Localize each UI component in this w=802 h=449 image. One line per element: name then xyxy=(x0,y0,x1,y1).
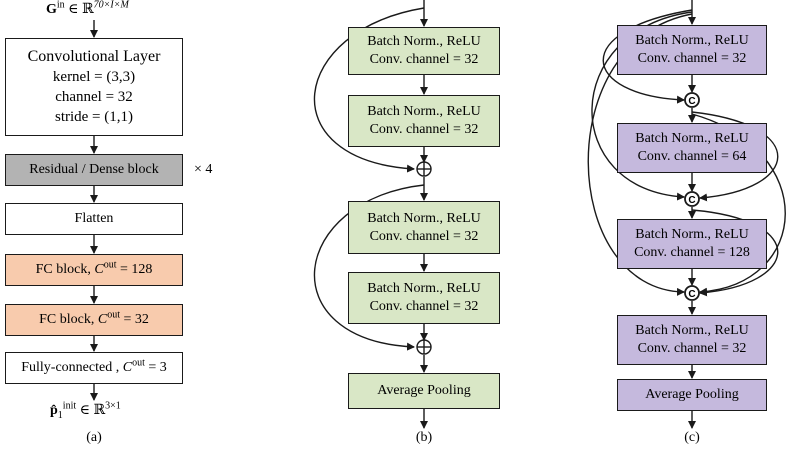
bn-relu-conv-c4: Batch Norm., ReLU Conv. channel = 32 xyxy=(617,315,767,365)
bn-relu-conv-b2: Batch Norm., ReLU Conv. channel = 32 xyxy=(348,95,500,147)
conv-title: Convolutional Layer xyxy=(27,48,161,65)
dense-c-6 xyxy=(691,209,779,297)
bn-relu-conv-b3: Batch Norm., ReLU Conv. channel = 32 xyxy=(348,201,500,254)
concat-node-3 xyxy=(684,285,700,301)
caption-b: (b) xyxy=(415,430,433,445)
bn-relu-conv-b1: Batch Norm., ReLU Conv. channel = 32 xyxy=(348,27,500,75)
bn-relu-conv-b4: Batch Norm., ReLU Conv. channel = 32 xyxy=(348,272,500,324)
repeat-label: × 4 xyxy=(194,162,213,177)
fully-connected-block: Fully-connected , Cout = 3 xyxy=(5,352,183,384)
skip-b-2 xyxy=(313,184,425,351)
dense-c-1 xyxy=(602,9,693,104)
bn-relu-conv-c2: Batch Norm., ReLU Conv. channel = 64 xyxy=(617,123,767,173)
residual-dense-block: Residual / Dense block xyxy=(5,154,183,186)
skip-b-1 xyxy=(313,7,425,173)
bn-relu-conv-c1: Batch Norm., ReLU Conv. channel = 32 xyxy=(617,25,767,75)
output-label: p̂1init ∈ ℝ3×1 xyxy=(50,400,121,421)
bn-relu-conv-c3: Batch Norm., ReLU Conv. channel = 128 xyxy=(617,219,767,269)
concat-symbol-3: C xyxy=(688,289,695,300)
average-pooling-b: Average Pooling xyxy=(348,373,500,409)
dense-c-4 xyxy=(691,111,779,202)
concat-node-1 xyxy=(684,92,700,108)
fc-block-128: FC block, Cout = 128 xyxy=(5,254,183,286)
input-label: Gin ∈ ℝ70×I×M xyxy=(46,0,129,17)
caption-c: (c) xyxy=(684,430,700,445)
conv-channel: channel = 32 xyxy=(55,89,133,105)
concat-symbol-2: C xyxy=(688,195,695,206)
conv-stride: stride = (1,1) xyxy=(54,109,134,125)
conv-kernel: kernel = (3,3) xyxy=(52,69,136,85)
fc-block-32: FC block, Cout = 32 xyxy=(5,304,183,336)
conv-layer-block: Convolutional Layer kernel = (3,3) chann… xyxy=(5,38,183,136)
flatten-block: Flatten xyxy=(5,203,183,235)
average-pooling-c: Average Pooling xyxy=(617,379,767,411)
caption-a: (a) xyxy=(86,430,102,445)
concat-symbol-1: C xyxy=(688,96,695,107)
concat-node-2 xyxy=(684,191,700,207)
